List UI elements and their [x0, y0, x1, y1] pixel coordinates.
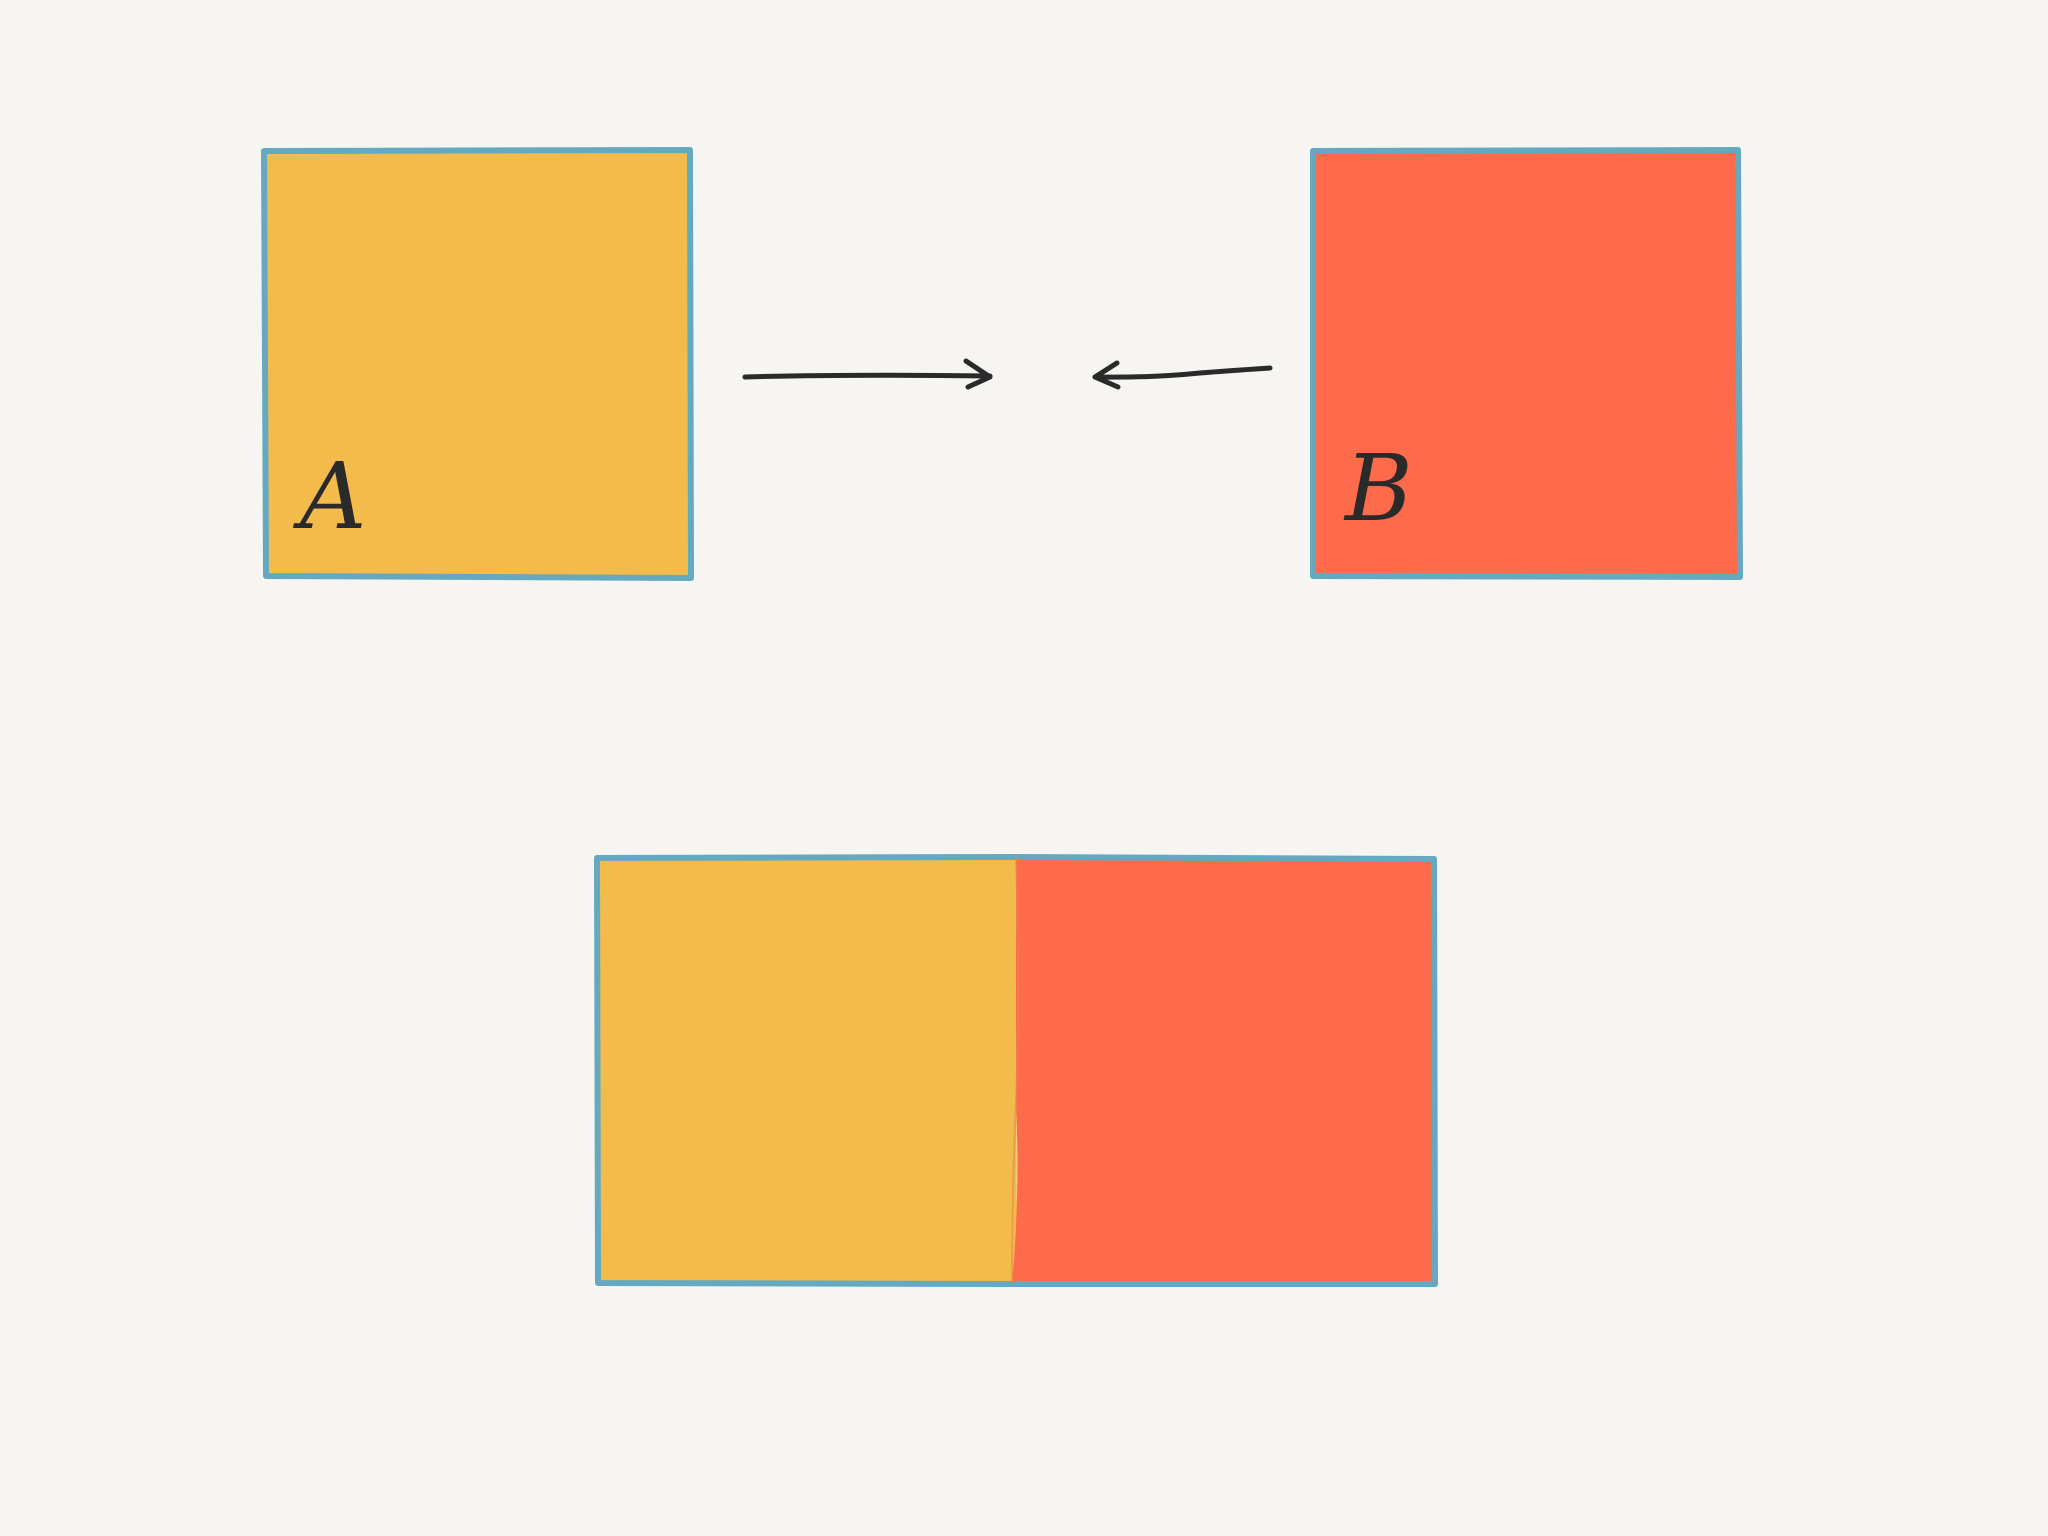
- box-b[interactable]: B: [1310, 147, 1743, 580]
- box-a-label: A: [292, 443, 366, 550]
- arrow-right-shaft: [742, 372, 993, 380]
- box-a-shape: [261, 147, 694, 581]
- arrow-right: [742, 358, 993, 390]
- arrow-left-shaft: [1092, 365, 1273, 380]
- merged-right-part: [1012, 857, 1435, 1284]
- arrow-left-head: [1092, 360, 1121, 390]
- box-b-label: B: [1343, 435, 1413, 542]
- merged-seam: [1011, 856, 1019, 1285]
- arrow-left: [1092, 360, 1273, 390]
- box-b-shape: [1310, 147, 1743, 580]
- box-a[interactable]: A: [261, 147, 694, 581]
- arrow-right-head: [963, 358, 993, 390]
- merged-left-part: [597, 857, 1017, 1284]
- merged-box[interactable]: [594, 854, 1438, 1287]
